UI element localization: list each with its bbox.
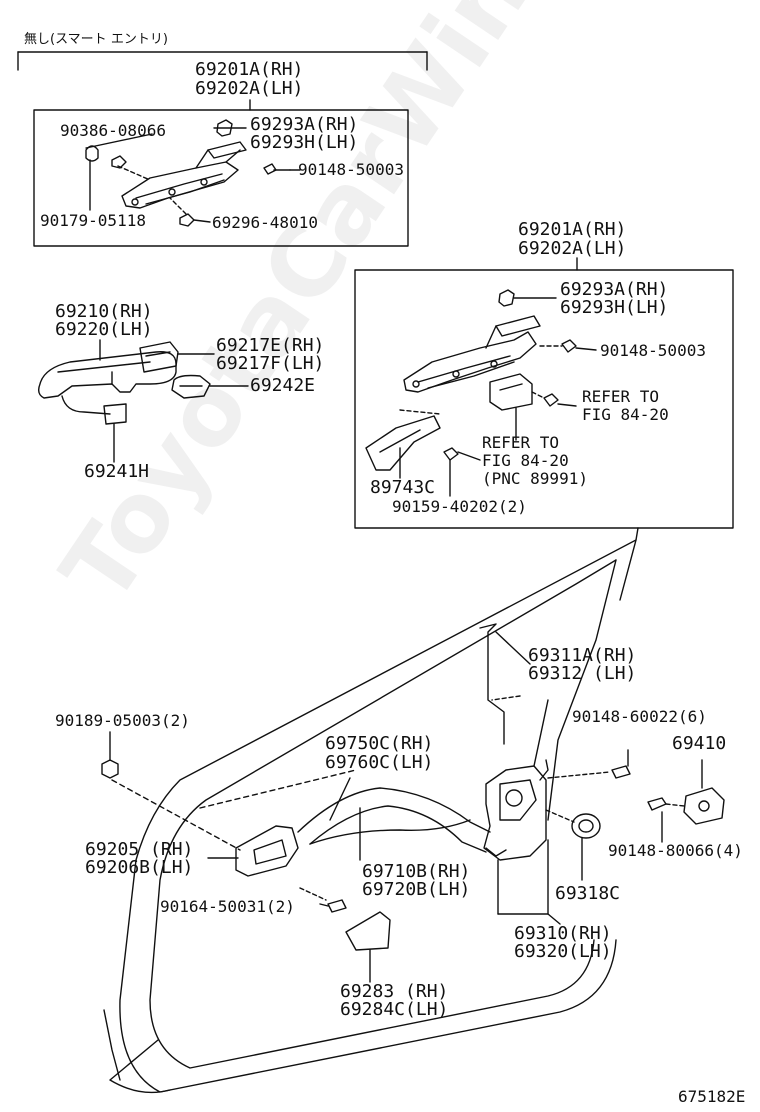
label-69202a-mid: 69202A(LH) bbox=[518, 238, 627, 259]
inside-handle-illustration bbox=[235, 825, 299, 877]
label-69710b: 69710B(RH) bbox=[362, 861, 471, 882]
label-69220: 69220(LH) bbox=[55, 319, 153, 340]
label-69242e: 69242E bbox=[250, 375, 316, 396]
label-refer2-line2: FIG 84-20 bbox=[482, 451, 569, 470]
label-69201a-top: 69201A(RH) bbox=[195, 59, 304, 80]
label-69217e: 69217E(RH) bbox=[216, 335, 325, 356]
clip-90179-icon bbox=[111, 155, 127, 169]
label-90148-50003-top: 90148-50003 bbox=[298, 160, 404, 179]
figure-id: 675182E bbox=[678, 1087, 746, 1106]
label-90179-05118: 90179-05118 bbox=[40, 211, 146, 230]
gasket-69242e-illustration bbox=[171, 374, 211, 399]
sensor-module-illustration bbox=[489, 373, 533, 411]
label-69760c: 69760C(LH) bbox=[325, 752, 434, 773]
clip-69293a-mid-icon bbox=[498, 289, 515, 307]
cap-69318c-illustration bbox=[571, 813, 601, 839]
label-69293a-top: 69293A(RH) bbox=[250, 114, 359, 135]
label-69311a: 69311A(RH) bbox=[528, 645, 637, 666]
bolt-90148-80066-icon bbox=[647, 797, 667, 811]
outside-handle-illustration bbox=[37, 351, 177, 399]
label-69320: 69320(LH) bbox=[514, 941, 612, 962]
top-box bbox=[33, 99, 409, 247]
label-69410: 69410 bbox=[672, 733, 727, 754]
middle-box bbox=[354, 257, 734, 529]
handle-frame-top-illustration bbox=[121, 141, 247, 209]
label-69720b: 69720B(LH) bbox=[362, 879, 471, 900]
cover-89743c-illustration bbox=[365, 415, 441, 471]
screw-90159-icon bbox=[443, 447, 459, 461]
label-refer1-line1: REFER TO bbox=[582, 387, 660, 406]
label-90386-08066: 90386-08066 bbox=[60, 121, 166, 140]
header-note: 無し(スマート エントリ) bbox=[24, 32, 168, 47]
label-69318c: 69318C bbox=[555, 883, 621, 904]
clip-90189-icon bbox=[101, 759, 119, 779]
label-69284c: 69284C(LH) bbox=[340, 999, 449, 1020]
cover-69283-illustration bbox=[345, 911, 391, 951]
bolt-90148-mid-icon bbox=[561, 339, 577, 353]
screw-69296-icon bbox=[179, 213, 195, 227]
lower-mechanism bbox=[101, 623, 725, 983]
label-90159-40202: 90159-40202(2) bbox=[392, 497, 527, 516]
lock-assembly-illustration bbox=[483, 765, 547, 861]
label-90148-60022: 90148-60022(6) bbox=[572, 707, 707, 726]
clip-69293a-icon-top bbox=[216, 119, 233, 137]
striker-69410-illustration bbox=[683, 787, 725, 825]
outside-handle-group bbox=[37, 339, 249, 463]
label-89743c: 89743C bbox=[370, 477, 436, 498]
rod-69311-illustration bbox=[479, 623, 505, 745]
label-90189-05003: 90189-05003(2) bbox=[55, 711, 190, 730]
label-69201a-mid: 69201A(RH) bbox=[518, 219, 627, 240]
label-69202a-top: 69202A(LH) bbox=[195, 78, 304, 99]
screw-refer1-icon bbox=[543, 393, 559, 407]
label-69312: 69312 (LH) bbox=[528, 663, 637, 684]
label-69206b: 69206B(LH) bbox=[85, 857, 194, 878]
label-69241h: 69241H bbox=[84, 461, 150, 482]
label-refer1-line2: FIG 84-20 bbox=[582, 405, 669, 424]
door-outline bbox=[103, 527, 639, 1094]
handle-frame-mid-illustration bbox=[403, 315, 541, 411]
label-69293h-mid: 69293H(LH) bbox=[560, 297, 669, 318]
bolt-90148-60022-icon bbox=[611, 765, 631, 779]
label-69210: 69210(RH) bbox=[55, 301, 153, 322]
bolt-90148-top-icon bbox=[263, 163, 291, 175]
label-69310: 69310(RH) bbox=[514, 923, 612, 944]
label-69293a-mid: 69293A(RH) bbox=[560, 279, 669, 300]
bolt-90164-icon bbox=[327, 899, 347, 913]
label-69217f: 69217F(LH) bbox=[216, 353, 325, 374]
label-69293h-top: 69293H(LH) bbox=[250, 132, 359, 153]
label-90164-50031: 90164-50031(2) bbox=[160, 897, 295, 916]
label-69205: 69205 (RH) bbox=[85, 839, 194, 860]
label-refer2-line1: REFER TO bbox=[482, 433, 560, 452]
label-69296-48010: 69296-48010 bbox=[212, 213, 318, 232]
label-90148-80066: 90148-80066(4) bbox=[608, 841, 743, 860]
header-bracket bbox=[17, 51, 428, 71]
label-refer2-line3: (PNC 89991) bbox=[482, 469, 588, 488]
pad-69241h-illustration bbox=[103, 403, 127, 425]
label-69750c: 69750C(RH) bbox=[325, 733, 434, 754]
label-90148-50003-mid: 90148-50003 bbox=[600, 341, 706, 360]
label-69283: 69283 (RH) bbox=[340, 981, 449, 1002]
handle-pad-69217-illustration bbox=[139, 341, 179, 373]
cables-69710-illustration bbox=[297, 787, 491, 833]
